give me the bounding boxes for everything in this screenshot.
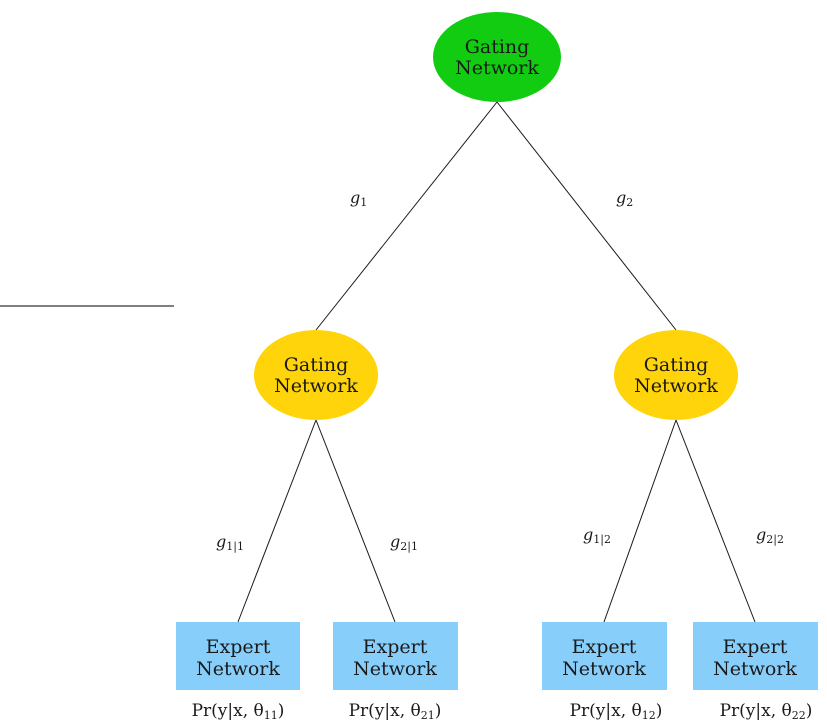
expert-22-label-line2: Network bbox=[713, 658, 797, 680]
expert-box-11 bbox=[176, 622, 300, 690]
edge-label-g2-1: g2|1 bbox=[390, 532, 418, 554]
edge-label-g2-1-base: g bbox=[390, 532, 400, 551]
expert-12-output: Pr(y|x, θ12) bbox=[570, 701, 663, 722]
expert-12-output-prefix: Pr(y|x, θ bbox=[570, 701, 642, 721]
expert-21-output-prefix: Pr(y|x, θ bbox=[349, 701, 421, 721]
edge-gate-1-to-expert-21 bbox=[315, 419, 396, 623]
expert-22-label-line1: Expert bbox=[723, 636, 788, 658]
edge-gate-2-to-expert-12 bbox=[603, 419, 677, 623]
edge-label-g1: g1 bbox=[350, 188, 367, 209]
root-gating-ellipse bbox=[433, 12, 561, 102]
edge-gate-1-to-expert-11 bbox=[237, 419, 317, 623]
edge-label-g1-2: g1|2 bbox=[583, 525, 611, 547]
expert-network-11: Expert Network bbox=[176, 622, 300, 690]
edge-label-g2-2: g2|2 bbox=[756, 525, 784, 547]
edge-gate-2-to-expert-22 bbox=[675, 419, 756, 623]
root-gating-label-line2: Network bbox=[455, 57, 539, 79]
edge-label-g2-1-sub: 2|1 bbox=[400, 540, 418, 554]
expert-22-output: Pr(y|x, θ22) bbox=[720, 701, 813, 722]
expert-21-output-suffix: ) bbox=[435, 701, 442, 721]
expert-11-label-line1: Expert bbox=[206, 636, 271, 658]
expert-12-output-suffix: ) bbox=[656, 701, 663, 721]
gating-2-label-line1: Gating bbox=[644, 354, 709, 376]
edge-label-g1-1-sub: 1|1 bbox=[226, 540, 244, 554]
expert-12-output-sub: 12 bbox=[642, 709, 656, 722]
expert-21-label-line2: Network bbox=[353, 658, 437, 680]
edge-label-g1-1-base: g bbox=[216, 532, 226, 551]
expert-12-label-line2: Network bbox=[562, 658, 646, 680]
edge-label-g2-2-base: g bbox=[756, 525, 766, 544]
edge-root-to-gate-1 bbox=[315, 101, 498, 331]
expert-21-label-line1: Expert bbox=[363, 636, 428, 658]
gating-ellipse-2 bbox=[614, 330, 738, 420]
expert-21-output: Pr(y|x, θ21) bbox=[349, 701, 442, 722]
expert-box-21 bbox=[333, 622, 458, 690]
expert-11-output-suffix: ) bbox=[278, 701, 285, 721]
gating-1-label-line1: Gating bbox=[284, 354, 349, 376]
expert-22-output-sub: 22 bbox=[792, 709, 806, 722]
expert-network-22: Expert Network bbox=[693, 622, 818, 690]
expert-11-label-line2: Network bbox=[196, 658, 280, 680]
edge-label-g2: g2 bbox=[616, 188, 633, 209]
edge-label-g2-sub: 2 bbox=[626, 196, 633, 209]
gating-2-label-line2: Network bbox=[634, 375, 718, 397]
edge-label-g2-base: g bbox=[616, 188, 626, 207]
edge-label-g1-1: g1|1 bbox=[216, 532, 244, 554]
gating-ellipse-1 bbox=[254, 330, 378, 420]
edge-label-g2-2-sub: 2|2 bbox=[766, 533, 784, 547]
expert-network-21: Expert Network bbox=[333, 622, 458, 690]
expert-box-12 bbox=[542, 622, 667, 690]
expert-11-output-prefix: Pr(y|x, θ bbox=[192, 701, 264, 721]
edge-label-g1-base: g bbox=[350, 188, 360, 207]
expert-22-output-prefix: Pr(y|x, θ bbox=[720, 701, 792, 721]
expert-11-output: Pr(y|x, θ11) bbox=[192, 701, 285, 722]
expert-box-22 bbox=[693, 622, 818, 690]
expert-12-label-line1: Expert bbox=[572, 636, 637, 658]
expert-network-12: Expert Network bbox=[542, 622, 667, 690]
expert-21-output-sub: 21 bbox=[421, 709, 435, 722]
edge-label-g1-2-sub: 1|2 bbox=[593, 533, 611, 547]
edge-label-g1-sub: 1 bbox=[360, 196, 367, 209]
expert-11-output-sub: 11 bbox=[264, 709, 278, 722]
gating-1-label-line2: Network bbox=[274, 375, 358, 397]
gating-network-2: Gating Network bbox=[614, 330, 738, 420]
edge-label-g1-2-base: g bbox=[583, 525, 593, 544]
root-gating-label-line1: Gating bbox=[465, 36, 530, 58]
gating-network-1: Gating Network bbox=[254, 330, 378, 420]
edge-root-to-gate-2 bbox=[496, 101, 677, 331]
root-gating-network: Gating Network bbox=[433, 12, 561, 102]
expert-22-output-suffix: ) bbox=[806, 701, 813, 721]
